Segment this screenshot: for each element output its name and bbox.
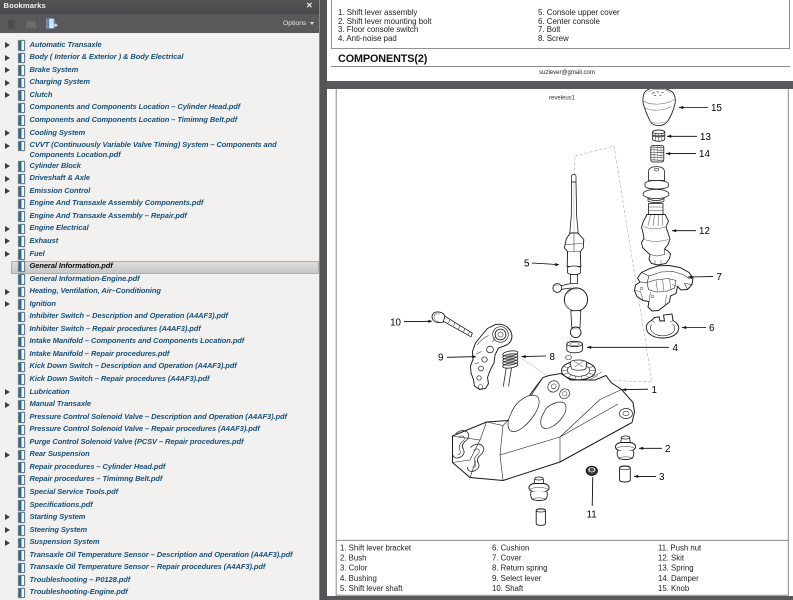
svg-text:7. Cover: 7. Cover	[492, 554, 522, 563]
svg-text:1. Shift lever bracket: 1. Shift lever bracket	[340, 543, 412, 552]
svg-text:9: 9	[438, 353, 443, 364]
svg-text:13. Spring: 13. Spring	[658, 564, 694, 573]
svg-text:3. Color: 3. Color	[340, 564, 368, 573]
svg-text:reveleus1: reveleus1	[549, 96, 576, 102]
svg-text:14. Damper: 14. Damper	[658, 574, 699, 583]
svg-text:5. Shift lever shaft: 5. Shift lever shaft	[340, 584, 403, 593]
svg-text:9. Select lever: 9. Select lever	[492, 574, 542, 583]
svg-text:6: 6	[709, 323, 715, 334]
svg-text:12: 12	[699, 226, 710, 237]
svg-text:4: 4	[673, 343, 679, 354]
svg-text:11. Push nut: 11. Push nut	[658, 543, 702, 552]
svg-text:2. Bush: 2. Bush	[340, 554, 366, 563]
svg-text:5: 5	[524, 259, 530, 270]
svg-text:2: 2	[665, 444, 670, 455]
svg-text:6. Cushion: 6. Cushion	[492, 543, 529, 552]
svg-text:3: 3	[659, 472, 665, 483]
svg-text:15. Knob: 15. Knob	[658, 584, 690, 593]
svg-text:13: 13	[700, 132, 711, 143]
svg-text:8. Return spring: 8. Return spring	[492, 564, 547, 573]
svg-text:12. Skit: 12. Skit	[658, 554, 685, 563]
svg-text:11: 11	[587, 510, 597, 521]
svg-text:1: 1	[652, 385, 657, 396]
svg-text:10. Shaft: 10. Shaft	[492, 584, 524, 593]
svg-text:15: 15	[711, 103, 722, 114]
svg-text:14: 14	[699, 149, 710, 160]
svg-text:7: 7	[717, 272, 722, 283]
svg-text:4. Bushing: 4. Bushing	[340, 574, 377, 583]
svg-text:10: 10	[390, 318, 401, 329]
svg-text:8: 8	[550, 352, 556, 363]
